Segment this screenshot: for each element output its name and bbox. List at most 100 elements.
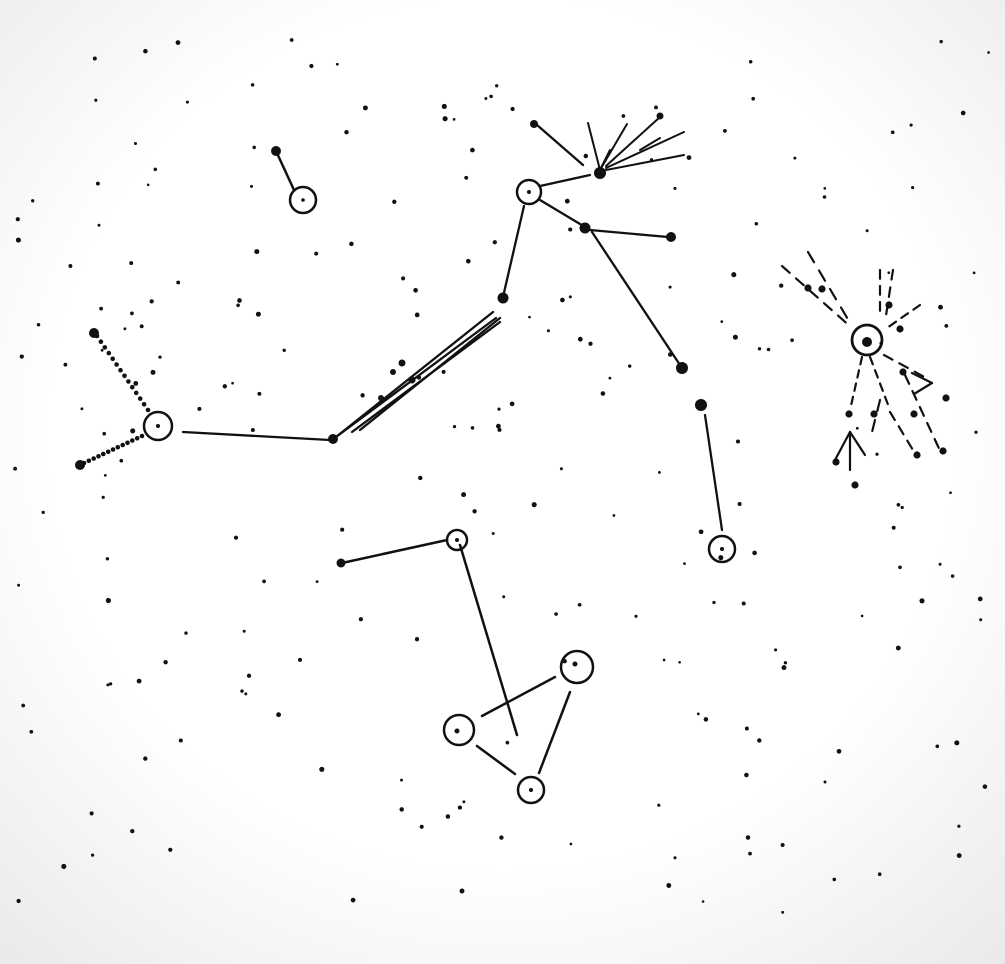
background-star — [950, 574, 955, 578]
constellation-line — [888, 320, 898, 328]
constellation-line — [535, 123, 585, 167]
constellation-line — [887, 286, 892, 298]
constellation-line — [903, 373, 911, 385]
background-star — [673, 856, 677, 860]
background-star — [103, 474, 107, 477]
background-star — [63, 362, 68, 367]
background-star — [445, 814, 451, 819]
star-ring — [707, 534, 737, 564]
star-dot — [408, 376, 416, 384]
star-dot — [398, 359, 406, 367]
constellation-dotted-cluster-right — [780, 250, 950, 489]
background-star — [836, 748, 842, 754]
background-star — [657, 470, 661, 474]
background-star — [528, 315, 531, 319]
constellation-line — [836, 314, 847, 324]
background-star — [110, 356, 115, 362]
background-star — [236, 303, 240, 308]
background-star — [568, 227, 573, 232]
background-star — [832, 877, 837, 882]
background-star — [960, 110, 966, 116]
background-star — [94, 98, 98, 102]
star-dot — [720, 547, 724, 551]
background-star — [896, 502, 901, 507]
constellation-lower-triangle — [336, 528, 595, 805]
background-star — [108, 682, 113, 686]
background-star — [298, 657, 302, 662]
constellation-line — [334, 316, 498, 439]
constellation-line — [868, 355, 874, 366]
background-star — [823, 780, 827, 784]
constellation-line — [806, 250, 816, 264]
background-star — [757, 738, 762, 743]
background-star — [17, 583, 21, 587]
background-star — [340, 527, 345, 532]
star-dot — [156, 424, 160, 428]
background-star — [898, 565, 902, 570]
background-star — [781, 910, 785, 914]
star-dot — [594, 167, 606, 179]
background-star — [938, 304, 943, 310]
background-star — [559, 467, 563, 471]
background-star — [319, 766, 325, 772]
background-star — [240, 689, 244, 693]
background-star — [309, 63, 314, 69]
constellation-line — [912, 303, 922, 311]
background-star — [666, 883, 672, 888]
background-star — [783, 661, 788, 665]
background-star — [459, 888, 465, 894]
background-star — [793, 156, 797, 160]
background-star — [583, 153, 589, 159]
background-star — [150, 369, 156, 375]
background-star — [178, 738, 183, 743]
background-star — [499, 835, 504, 840]
background-star — [891, 525, 896, 530]
background-star — [546, 329, 550, 333]
star-dot — [75, 460, 85, 470]
background-star — [114, 362, 119, 367]
background-star — [97, 223, 101, 227]
background-star — [780, 842, 785, 848]
background-star — [262, 579, 266, 584]
background-star — [134, 436, 140, 441]
background-star — [126, 379, 131, 384]
background-star — [89, 811, 94, 816]
spray-lines — [587, 116, 685, 171]
background-star — [122, 373, 127, 379]
background-star — [105, 449, 111, 455]
constellation-line — [853, 382, 858, 392]
constellation-line — [873, 369, 879, 379]
star-dot — [676, 362, 688, 374]
background-star — [19, 354, 24, 359]
background-star — [158, 355, 162, 359]
background-star — [130, 828, 135, 834]
background-star — [470, 147, 475, 153]
background-star — [949, 491, 952, 495]
background-star — [875, 452, 879, 456]
constellation-line — [850, 395, 855, 406]
star-dot — [579, 222, 591, 234]
constellation-line — [839, 306, 849, 319]
background-star — [899, 368, 907, 376]
background-star — [441, 103, 447, 109]
background-star — [588, 341, 593, 346]
background-star — [168, 847, 173, 852]
background-star — [100, 348, 104, 352]
background-star — [496, 423, 501, 429]
background-star — [628, 364, 632, 368]
background-star — [392, 199, 397, 204]
background-star — [102, 431, 106, 436]
star-ring — [850, 323, 884, 357]
background-star — [851, 481, 859, 489]
background-star — [119, 458, 124, 463]
star-dot — [378, 395, 384, 401]
background-star — [349, 241, 354, 247]
background-star — [419, 824, 424, 829]
constellation-line — [926, 421, 933, 433]
constellation-line — [856, 369, 861, 379]
dotted-arm — [81, 333, 151, 466]
background-star — [99, 306, 103, 311]
background-star — [944, 324, 949, 328]
constellation-line — [878, 382, 884, 392]
